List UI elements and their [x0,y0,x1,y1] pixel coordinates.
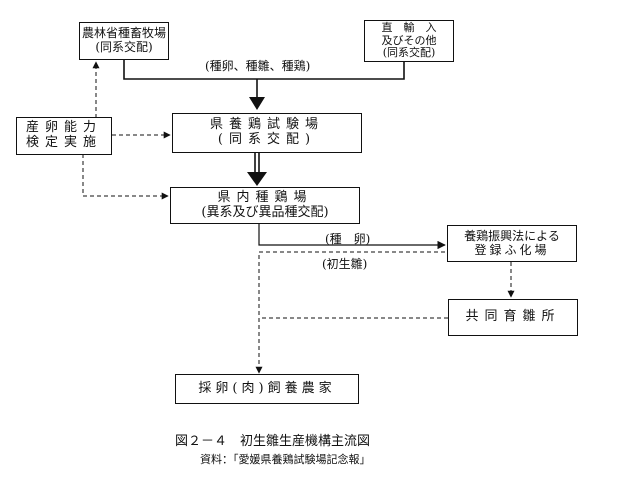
node-yunyu-line2: 及びその他 [381,33,437,47]
figure-caption-title: 図２－４ 初生雛生産機構主流図 [175,434,371,449]
node-noka-line1: 採卵(肉)飼養農家 [198,380,336,396]
node-sanran: 産卵能力 検定実施 [16,117,112,155]
solid-flow-top [123,60,405,97]
node-yunyu-line3: (同系交配) [382,46,436,60]
node-sanran-line2: 検定実施 [25,135,102,150]
node-yunyu-line1: 直 輸 入 [381,21,437,35]
node-fuka-line1: 養鶏振興法による [464,228,560,243]
node-kennai-line2: (異系及び異品種交配) [201,204,329,220]
dashed-sanran-to-kennai [82,154,169,200]
node-fuka: 養鶏振興法による 登録ふ化場 [447,225,577,262]
node-fuka-line2: 登録ふ化場 [474,242,550,257]
node-sanran-line1: 産卵能力 [25,120,102,136]
label-top-flow: (種卵、種雛、種鶏) [205,59,311,73]
big-arrow-1 [249,97,265,110]
big-arrow-2 [247,172,267,186]
label-hina: (初生雛) [322,257,368,271]
dashed-hina-to-noka [255,251,445,374]
node-nourin: 農林省種畜牧場 (同系交配) [79,22,169,60]
node-kennai-line1: 県内種鶏場 [217,189,313,205]
node-nourin-line2: (同系交配) [95,40,153,54]
node-kennai: 県内種鶏場 (異系及び異品種交配) [170,187,360,224]
node-ken-yokei-line2: (同系交配) [217,132,317,147]
node-nourin-line1: 農林省種畜牧場 [81,26,166,41]
figure-caption-source: 資料：「愛媛県養鶏試験場記念報」 [200,453,371,466]
label-tamago: (種 卵) [325,232,371,246]
node-ken-yokei-line1: 県養鶏試験場 [209,117,324,133]
solid-flow-tamago [258,224,446,250]
node-ikusu: 共同育雛所 [448,299,578,336]
node-noka: 採卵(肉)飼養農家 [175,374,359,404]
node-yunyu: 直 輸 入 及びその他 (同系交配) [364,20,454,62]
node-ken-yokei: 県養鶏試験場 (同系交配) [172,113,362,153]
node-ikusu-line1: 共同育雛所 [465,309,561,325]
